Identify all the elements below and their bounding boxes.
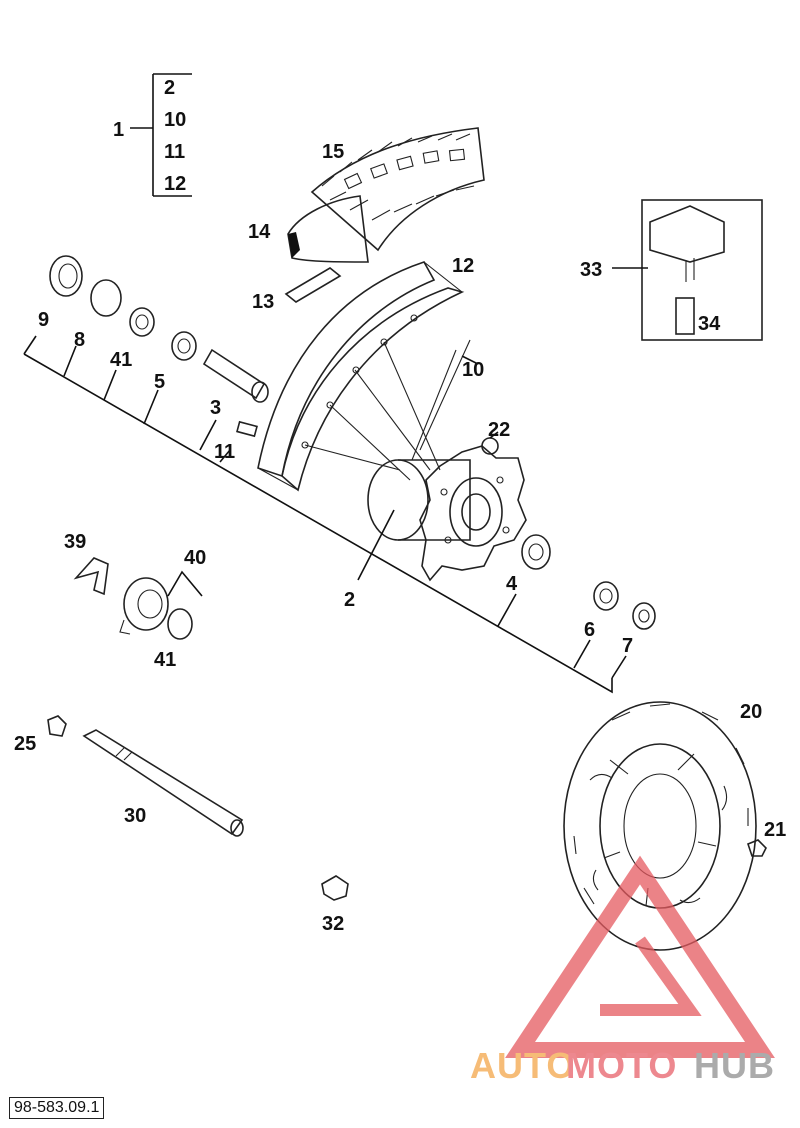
label-2: 2 <box>344 589 355 611</box>
bearing-4 <box>521 534 551 570</box>
label-39: 39 <box>64 531 86 553</box>
label-34: 34 <box>698 313 721 335</box>
label-22: 22 <box>488 419 510 441</box>
label-41-top: 41 <box>110 349 132 371</box>
seal-7 <box>632 602 656 630</box>
label-11: 11 <box>214 441 235 463</box>
axis-line-upper <box>23 335 613 694</box>
label-13: 13 <box>252 291 274 313</box>
label-9: 9 <box>38 309 49 331</box>
label-25: 25 <box>14 733 36 755</box>
spacer-6 <box>593 581 619 611</box>
watermark-auto: AUTO <box>470 1045 575 1086</box>
ring-8 <box>90 279 122 317</box>
rim-icon <box>257 261 465 492</box>
nut-22 <box>481 431 499 455</box>
label-32: 32 <box>322 913 344 935</box>
bearing-icon <box>171 331 197 361</box>
hub-icon <box>367 445 527 582</box>
watermark-moto: MOTO <box>566 1045 677 1086</box>
label-10: 10 <box>462 359 484 381</box>
label-11-kit: 11 <box>164 141 185 163</box>
label-40: 40 <box>184 547 206 569</box>
valve-11 <box>236 420 258 438</box>
spokes <box>304 339 479 481</box>
spacer-tube-3 <box>202 348 269 403</box>
label-2-kit: 2 <box>164 77 175 99</box>
kit-bracket: 1 2 10 11 12 <box>113 73 192 197</box>
label-21: 21 <box>764 819 786 841</box>
leaders-lower <box>357 509 627 679</box>
label-3: 3 <box>210 397 221 419</box>
label-12: 12 <box>452 255 474 277</box>
label-5: 5 <box>154 371 165 393</box>
label-10-kit: 10 <box>164 109 186 131</box>
reference-code: 98-583.09.1 <box>9 1097 105 1119</box>
label-33: 33 <box>580 259 602 281</box>
watermark-hub: HUB <box>694 1045 775 1086</box>
label-12-kit: 12 <box>164 173 186 195</box>
valve-icon <box>612 199 763 341</box>
label-7: 7 <box>622 635 633 657</box>
label-1: 1 <box>113 119 124 141</box>
label-20: 20 <box>740 701 762 723</box>
circlip-41-top <box>129 307 155 337</box>
label-14: 14 <box>248 221 271 243</box>
inner-tube <box>287 195 369 263</box>
axle-icon <box>82 729 244 837</box>
label-30: 30 <box>124 805 146 827</box>
label-4: 4 <box>506 573 518 595</box>
seal-9 <box>49 255 83 297</box>
speedo-drive-40 <box>119 570 203 635</box>
bolt-icon <box>321 875 349 901</box>
tire-icon <box>310 127 485 252</box>
label-8: 8 <box>74 329 85 351</box>
rim-band <box>284 267 342 303</box>
watermark-logo: AUTO MOTO HUB <box>470 855 775 1086</box>
nut-25 <box>47 715 67 737</box>
brake-disc-icon <box>563 701 757 951</box>
bolt-21 <box>747 839 767 857</box>
label-41-bottom: 41 <box>154 649 176 671</box>
label-6: 6 <box>584 619 595 641</box>
label-15: 15 <box>322 141 344 163</box>
clip-39 <box>73 557 109 596</box>
circlip-41-bottom <box>167 608 193 640</box>
